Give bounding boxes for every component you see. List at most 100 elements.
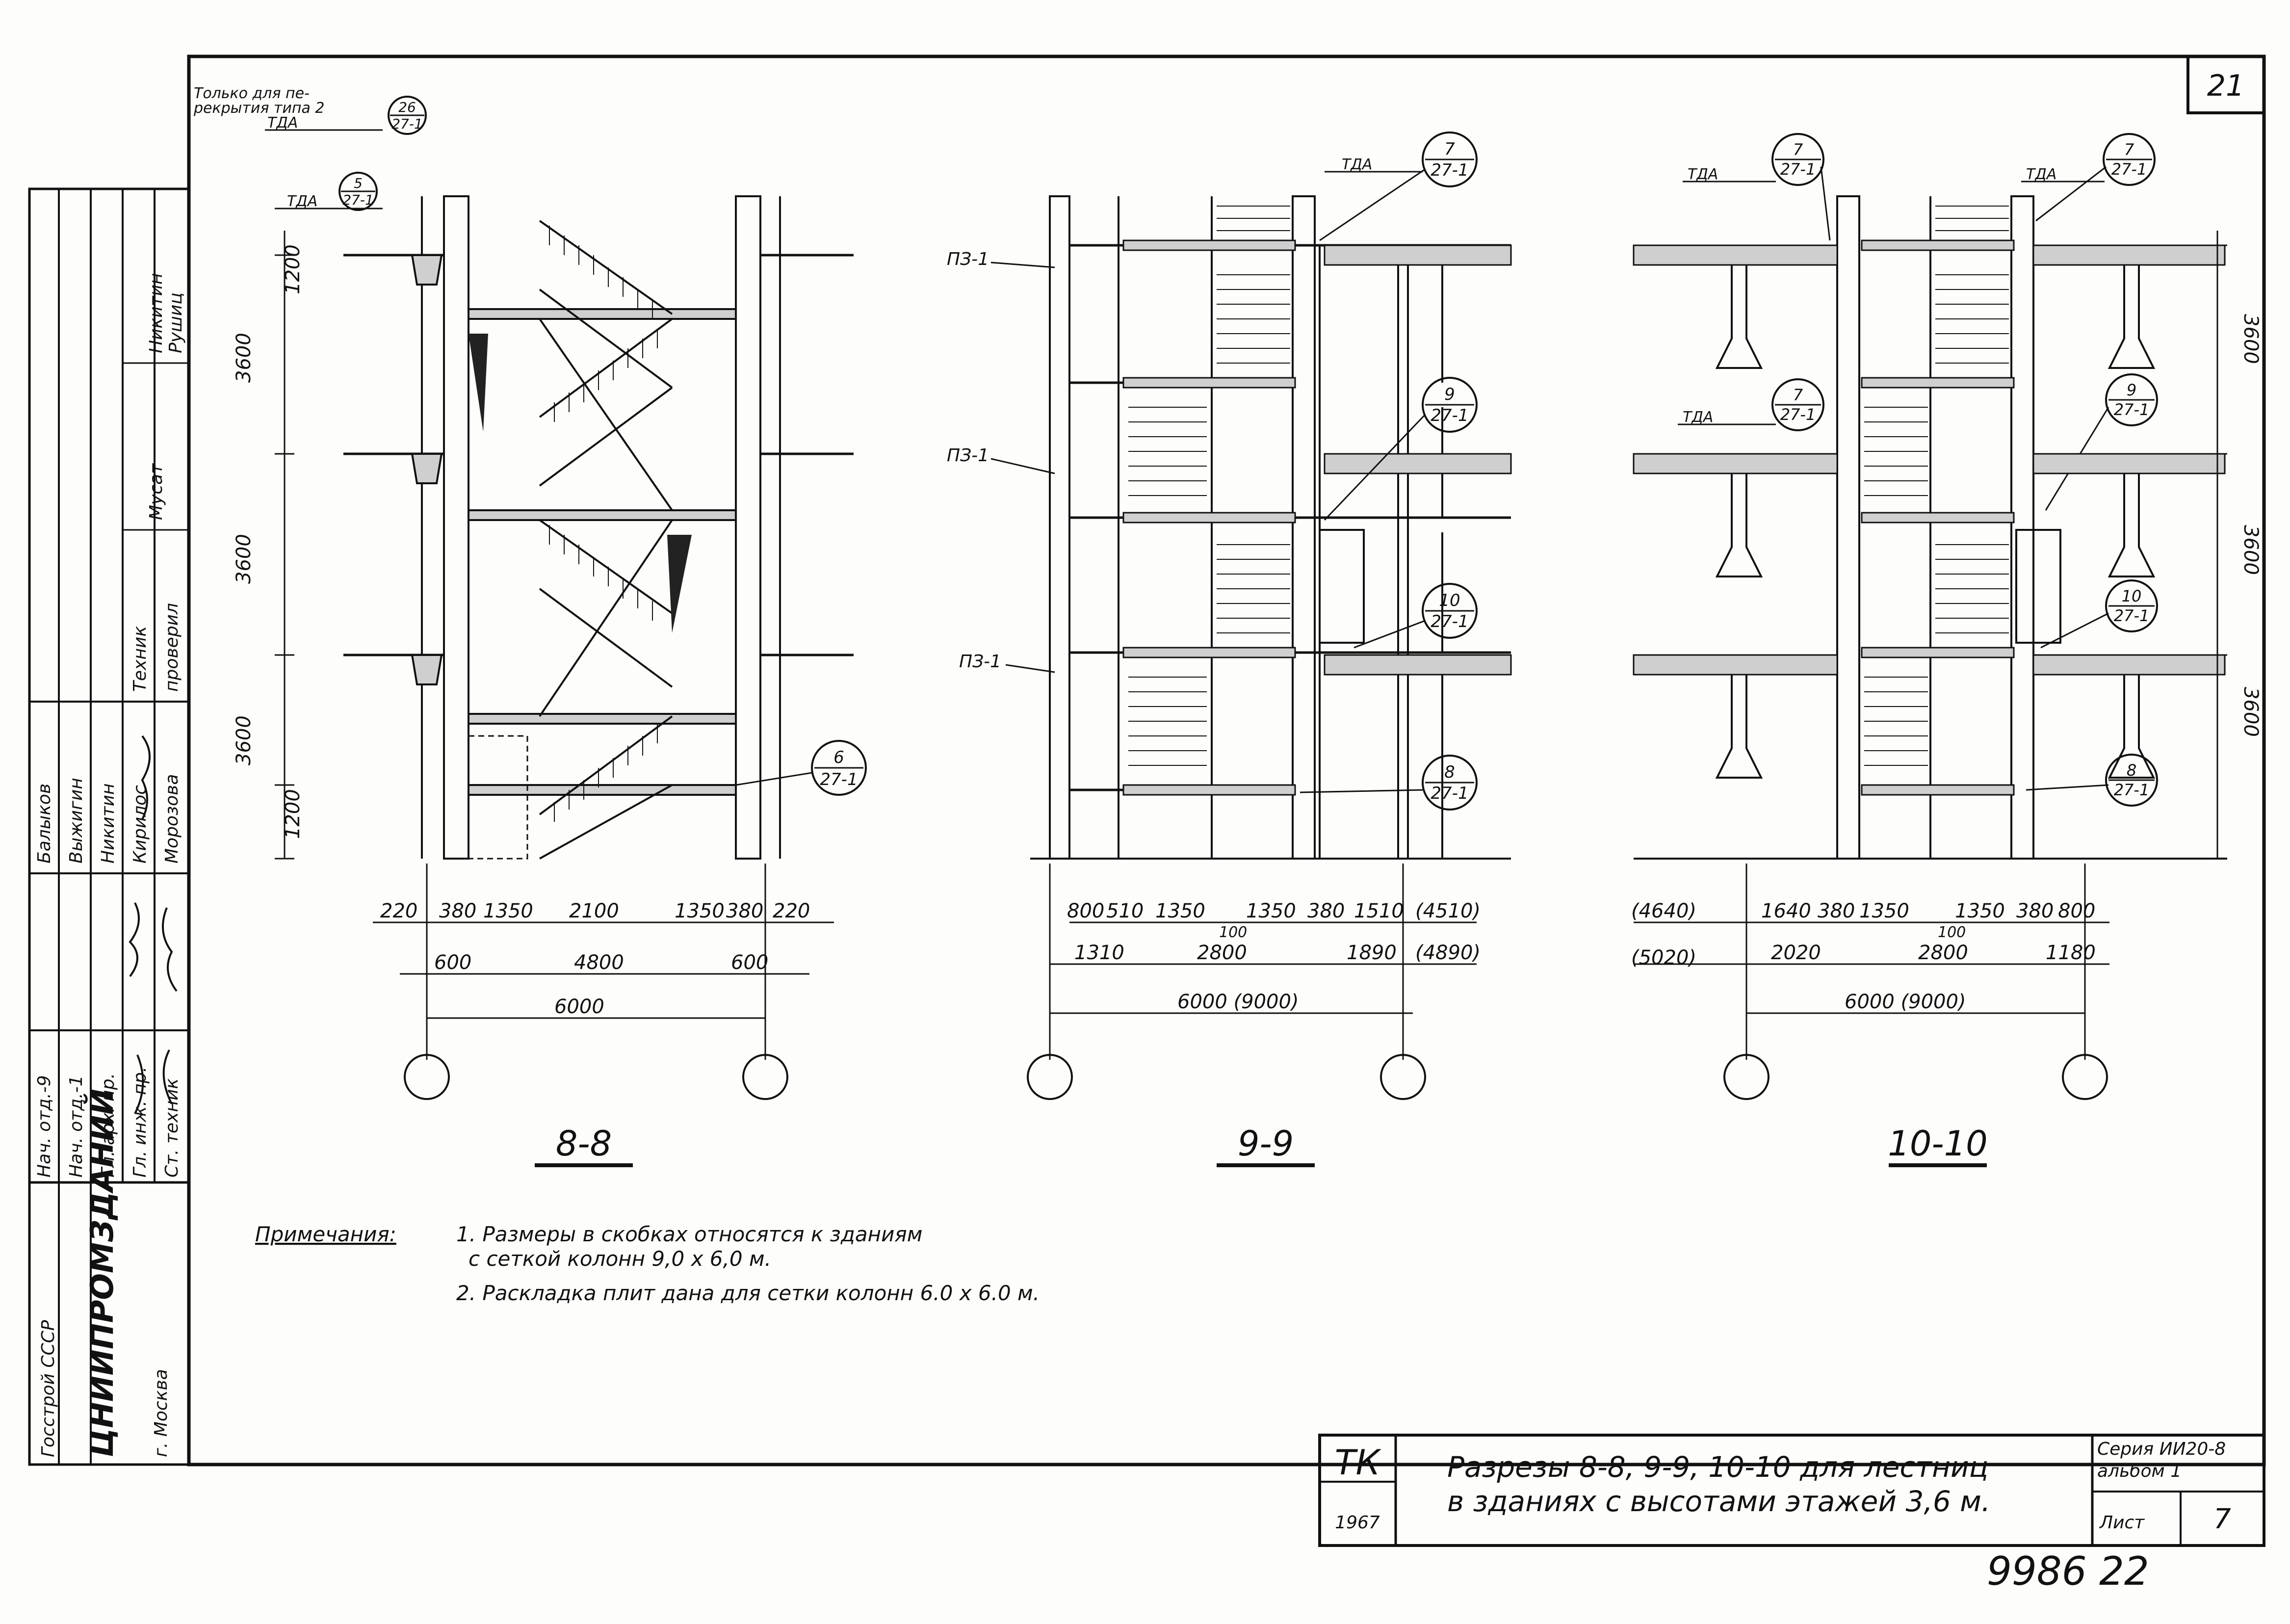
callout-26-bottom: 27-1 [391,116,423,132]
callout-7-99 [1422,131,1478,187]
dim-1010-380b: 380 [2016,900,2054,922]
note-1-line-1: 1. Размеры в скобках относятся к зданиям [456,1222,922,1246]
dim-99-1310: 1310 [1074,942,1124,964]
dim-v-3600-b: 3600 [233,534,255,584]
callout-7b-top: 7 [2124,140,2134,159]
dim-1010-1350b: 1350 [1955,900,2005,922]
dim-99-4510: (4510) [1415,900,1481,922]
callout-26-top: 26 [398,99,416,115]
callout-7-1010-b [2103,133,2156,186]
stamp-role-0: Нач. отд.-9 [34,1075,54,1178]
callout-26 [388,96,427,135]
callout-9-99-top: 9 [1444,385,1455,404]
callout-7c-bottom: 27-1 [1780,405,1816,424]
dim-1010-6000: 6000 (9000) [1845,991,1966,1013]
callout-9-99-bottom: 27-1 [1431,406,1468,425]
stamp-name-1: Выжигин [66,778,86,864]
dim-h-4800: 4800 [574,951,624,974]
dim-1010-v-3600-c: 3600 [2239,687,2262,737]
callout-7-99-top: 7 [1444,139,1455,159]
dim-1010-2800: 2800 [1918,942,1968,964]
callout-8-1010 [2105,754,2158,807]
tda-label-2: ТДА [287,193,317,210]
page-number: 21 [2207,69,2244,103]
stamp-name-0: Балыков [34,784,54,864]
callout-8-99 [1422,755,1478,811]
callout-10-1010-bottom: 27-1 [2114,606,2150,625]
callout-6 [811,740,867,796]
dim-v-1200-top: 1200 [282,244,304,294]
callout-5-top: 5 [354,175,363,191]
dim-99-4890: (4890) [1415,942,1481,964]
note-only-for-type2: Только для пе- [194,85,310,102]
tda-1010-c: ТДА [1683,409,1713,426]
dim-99-510: 510 [1106,900,1144,922]
dim-1010-v-3600-b: 3600 [2239,525,2262,575]
callout-7-1010-c [1771,378,1824,431]
dim-1010-2020: 2020 [1771,942,1821,964]
callout-7-1010-a [1771,133,1824,186]
dim-1010-1350a: 1350 [1859,900,1909,922]
dim-h-1350-a: 1350 [483,900,533,922]
dim-v-3600-c: 3600 [233,715,255,765]
callout-9-1010-bottom: 27-1 [2114,400,2150,419]
stamp-org-2: г. Москва [151,1369,171,1457]
callout-7-99-bottom: 27-1 [1431,160,1468,180]
dim-v-1200-bottom: 1200 [282,789,304,839]
dim-1010-100: 100 [1938,924,1966,941]
axis-circle-left [404,1054,450,1100]
stamp-name-4: Морозова [162,774,182,864]
tda-label: ТДА [267,114,298,131]
dim-1010-380a: 380 [1818,900,1855,922]
callout-8-1010-bottom: 27-1 [2114,781,2150,799]
title-line-1: Разрезы 8-8, 9-9, 10-10 для лестниц [1447,1450,1988,1484]
callout-10-99-top: 10 [1439,591,1460,610]
dim-99-1350a: 1350 [1155,900,1205,922]
series-line-1: Серия ИИ20-8 [2097,1439,2226,1459]
stamp-org-0: Госстрой СССР [38,1320,58,1457]
dim-h-600-b: 600 [731,951,768,974]
callout-7c-top: 7 [1793,386,1803,404]
tda-1010-b: ТДА [2026,166,2056,183]
dim-99-6000: 6000 (9000) [1177,991,1299,1013]
section-label-8-8: 8-8 [556,1124,612,1164]
stamp-role-4: Ст. техник [162,1078,182,1178]
callout-10-1010-top: 10 [2122,587,2142,605]
title-stamp-code: ТК [1335,1442,1382,1483]
dim-1010-v-3600-a: 3600 [2239,314,2262,364]
dim-1010-1640: 1640 [1761,900,1811,922]
callout-10-99 [1422,583,1478,639]
stamp-org-1: ЦНИИПРОМЗДАНИЙ [83,1089,121,1457]
callout-9-1010-top: 9 [2127,381,2136,399]
callout-7b-bottom: 27-1 [2111,160,2147,179]
axis-circle-right [742,1054,788,1100]
sheet-label: Лист [2099,1513,2145,1533]
sheet-number: 7 [2213,1503,2231,1535]
callout-9-99 [1422,377,1478,433]
section-8-8: Только для пе- рекрытия типа 2 ТДА ТДА 2… [193,85,867,1167]
title-stamp-year: 1967 [1335,1513,1380,1533]
title-line-2: в зданиях с высотами этажей 3,6 м. [1447,1485,1990,1518]
dim-h-2100: 2100 [569,900,619,922]
tda-1010-a: ТДА [1688,166,1718,183]
callout-5-bottom: 27-1 [342,192,374,208]
callout-10-99-bottom: 27-1 [1431,612,1468,631]
callout-9-1010 [2105,373,2158,426]
callout-7a-bottom: 27-1 [1780,160,1816,179]
dim-99-380: 380 [1307,900,1345,922]
dim-99-100: 100 [1219,924,1247,941]
signature-marks [129,735,178,1114]
dim-99-1510: 1510 [1354,900,1404,922]
dim-h-600-a: 600 [434,951,471,974]
pz-label-3: ПЗ-1 [959,652,1001,672]
axis-circle-99-right [1380,1054,1426,1100]
stamp-role-2: Гл. арх. пр. [98,1073,118,1178]
axis-circle-1010-right [2062,1054,2108,1100]
section-9-9: ТДА ПЗ-1 ПЗ-1 [947,131,1512,1167]
dim-v-3600-a: 3600 [233,333,255,383]
stamp-extra-1: проверил [162,603,182,692]
stamp-name-2: Никитин [98,783,118,864]
callout-6-top: 6 [833,748,844,767]
